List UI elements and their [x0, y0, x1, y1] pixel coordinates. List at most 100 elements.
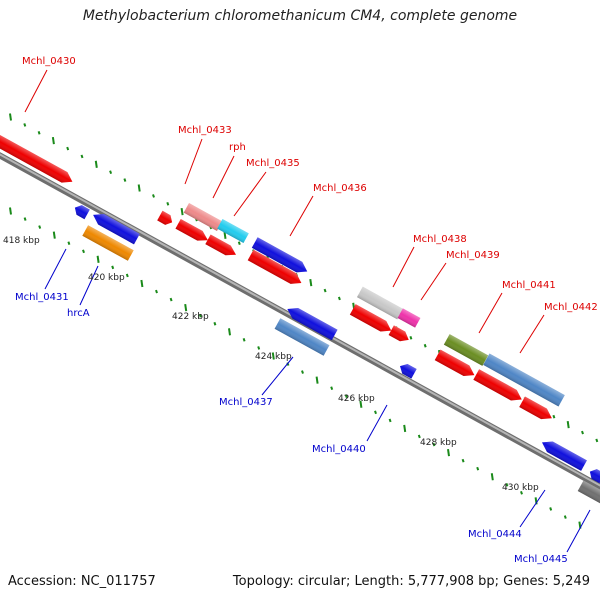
leader-mchl-0441: [478, 292, 503, 334]
gene-label-mchl-0441[interactable]: Mchl_0441: [502, 280, 556, 291]
outer-tick: [109, 170, 113, 175]
gene-hrca[interactable]: [82, 225, 134, 261]
inner-tick: [447, 448, 450, 457]
leader-mchl-0444: [519, 489, 546, 528]
inner-tick: [9, 207, 12, 215]
leader-mchl-0442: [519, 314, 545, 354]
scale-label-418: 418 kbp: [3, 236, 40, 246]
leader-mchl-0438: [392, 246, 415, 288]
gene-mchl-0433[interactable]: [183, 203, 223, 231]
outer-tick: [595, 438, 599, 443]
gene-label-mchl-0437[interactable]: Mchl_0437: [219, 397, 273, 408]
outer-tick: [166, 201, 170, 206]
gene-label-mchl-0445[interactable]: Mchl_0445: [514, 554, 568, 565]
outer-tick: [137, 184, 141, 192]
inner-tick: [505, 482, 509, 487]
gene-label-mchl-0438[interactable]: Mchl_0438: [413, 234, 467, 245]
gene-label-mchl-0444[interactable]: Mchl_0444: [468, 529, 522, 540]
label-leaders: [24, 69, 591, 553]
gene-red-e1[interactable]: [434, 349, 478, 381]
gene-mchl-0441[interactable]: [443, 334, 489, 366]
inner-tick: [111, 265, 115, 270]
inner-tick: [549, 507, 553, 511]
inner-tick: [82, 249, 85, 254]
gene-red-d2[interactable]: [388, 325, 412, 344]
gene-red-d1[interactable]: [349, 304, 394, 336]
scale-labels: 418 kbp 420 kbp 422 kbp 424 kbp 426 kbp …: [3, 236, 539, 493]
outer-tick: [237, 241, 241, 246]
gene-label-mchl-0442[interactable]: Mchl_0442: [544, 302, 598, 313]
gene-label-mchl-0431[interactable]: Mchl_0431: [15, 292, 69, 303]
inner-tick: [432, 442, 436, 447]
inner-tick: [52, 231, 56, 239]
inner-tick: [301, 370, 304, 374]
inner-tick: [315, 376, 319, 384]
scale-label-428: 428 kbp: [420, 438, 457, 448]
inner-tick: [271, 352, 275, 360]
gene-small-blue-2[interactable]: [587, 467, 600, 484]
outer-tick: [180, 208, 184, 216]
genome-summary-text: Topology: circular; Length: 5,777,908 bp…: [232, 574, 590, 589]
gene-mchl-0436[interactable]: [251, 237, 310, 276]
inner-tick: [140, 279, 144, 288]
inner-tick: [461, 458, 465, 463]
genome-title: Methylobacterium chloromethanicum CM4, c…: [82, 8, 518, 24]
inner-tick: [374, 410, 377, 415]
gene-label-mchl-0430[interactable]: Mchl_0430: [22, 56, 76, 67]
gene-red-e2[interactable]: [473, 369, 524, 405]
outer-tick: [152, 194, 155, 198]
gene-small-blue-1[interactable]: [72, 203, 90, 220]
gene-rph[interactable]: [217, 218, 249, 244]
inner-tick: [38, 225, 42, 229]
scale-label-422: 422 kbp: [172, 312, 209, 322]
outer-tick: [581, 430, 584, 435]
gene-label-mchl-0436[interactable]: Mchl_0436: [313, 183, 367, 194]
inner-tick: [359, 400, 363, 408]
inner-tick: [520, 491, 523, 495]
gene-mchl-0440[interactable]: [397, 361, 417, 379]
gene-mchl-0437[interactable]: [274, 318, 330, 356]
outer-tick: [51, 137, 55, 145]
inner-tick: [125, 273, 129, 278]
gene-label-hrca[interactable]: hrcA: [67, 308, 90, 319]
gene-mchl-0442[interactable]: [483, 353, 565, 407]
inner-tick: [169, 297, 173, 302]
leader-mchl-0431: [44, 248, 67, 290]
leader-mchl-0440: [366, 404, 388, 442]
inner-tick: [344, 394, 348, 399]
scale-label-420: 420 kbp: [88, 273, 125, 283]
leader-mchl-0445: [566, 509, 591, 553]
gene-small-red-1[interactable]: [157, 210, 175, 227]
gene-label-rph[interactable]: rph: [229, 142, 246, 153]
gene-red-e3[interactable]: [519, 396, 555, 424]
gene-label-mchl-0439[interactable]: Mchl_0439: [446, 250, 500, 261]
gene-mchl-0438[interactable]: [356, 286, 404, 320]
leader-mchl-0435: [233, 171, 267, 217]
gene-label-mchl-0435[interactable]: Mchl_0435: [246, 158, 300, 169]
gene-blue-f1[interactable]: [284, 304, 338, 341]
inner-tick: [228, 328, 231, 336]
gene-mchl-0439[interactable]: [397, 308, 421, 328]
gene-mchl-0444[interactable]: [539, 437, 587, 471]
gene-label-mchl-0440[interactable]: Mchl_0440: [312, 444, 366, 455]
outer-tick: [309, 279, 313, 287]
gene-mchl-0430[interactable]: [0, 133, 75, 187]
accession-text: Accession: NC_011757: [8, 574, 156, 589]
gene-red-c1[interactable]: [247, 249, 305, 289]
gene-labels: Mchl_0430 Mchl_0433 rph Mchl_0435 Mchl_0…: [15, 56, 598, 565]
inner-tick: [417, 434, 421, 439]
gene-red-b1[interactable]: [175, 218, 210, 245]
outer-tick: [552, 414, 556, 419]
inner-tick: [23, 217, 27, 221]
gene-mchl-0431[interactable]: [90, 210, 140, 245]
gene-mchl-0445[interactable]: [577, 480, 600, 504]
outer-tick: [66, 146, 70, 151]
gene-red-b2[interactable]: [205, 234, 238, 259]
leader-mchl-0439: [420, 262, 447, 301]
gene-features: [0, 133, 600, 504]
inner-tick: [67, 241, 71, 246]
inner-tick: [490, 473, 494, 481]
inner-tick: [155, 289, 158, 294]
outer-tick: [409, 336, 413, 340]
gene-label-mchl-0433[interactable]: Mchl_0433: [178, 125, 232, 136]
